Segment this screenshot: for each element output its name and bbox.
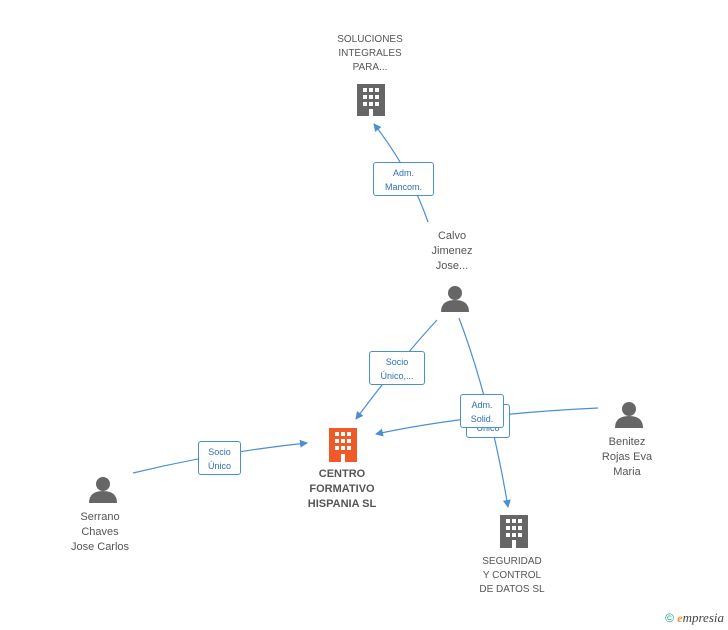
label-line: Benitez	[608, 436, 646, 448]
copyright-symbol: ©	[665, 611, 674, 625]
edge-label-line: Mancom.	[384, 182, 422, 192]
label-line: SOLUCIONES	[337, 34, 403, 45]
label-line: Chaves	[81, 526, 119, 538]
node-label-calvo[interactable]: Calvo Jimenez Jose...	[410, 229, 494, 274]
brand-logo-letter: e	[677, 611, 683, 625]
building-icon[interactable]	[500, 515, 528, 548]
edge-label-line: Solid.	[470, 414, 494, 424]
label-line: PARA...	[352, 62, 388, 73]
label-line: CENTRO	[318, 468, 366, 480]
edge-label-line: Único,...	[380, 371, 414, 381]
brand-watermark: © empresia	[665, 610, 724, 626]
label-line: Serrano	[80, 511, 120, 523]
person-icon[interactable]	[441, 286, 469, 312]
building-icon[interactable]	[357, 84, 385, 116]
edge-label-socio-unico-serrano[interactable]: Socio Único	[198, 441, 241, 475]
person-icon[interactable]	[89, 477, 117, 503]
label-line: HISPANIA SL	[307, 498, 377, 510]
label-line: Jose Carlos	[70, 541, 130, 553]
label-line: Rojas Eva	[601, 451, 653, 463]
edge-label-line: Socio	[208, 447, 231, 457]
node-label-centro[interactable]: CENTRO FORMATIVO HISPANIA SL	[290, 467, 394, 512]
edge-label-line: Único	[476, 423, 500, 433]
node-label-seguridad[interactable]: SEGURIDAD Y CONTROL DE DATOS SL	[462, 555, 562, 597]
label-line: SEGURIDAD	[482, 556, 542, 567]
edge-label-adm-mancom[interactable]: Adm. Mancom.	[373, 162, 434, 196]
label-line: Jose...	[435, 260, 469, 272]
label-line: Y CONTROL	[482, 570, 542, 581]
node-label-soluciones[interactable]: SOLUCIONES INTEGRALES PARA...	[318, 33, 422, 75]
node-label-serrano[interactable]: Serrano Chaves Jose Carlos	[54, 510, 146, 555]
label-line: FORMATIVO	[309, 483, 375, 495]
label-line: INTEGRALES	[338, 48, 402, 59]
edge-label-line: Adm.	[392, 168, 414, 178]
label-line: Calvo	[437, 230, 467, 242]
brand-name: mpresia	[682, 610, 724, 625]
person-icon[interactable]	[615, 402, 643, 428]
label-line: Jimenez	[431, 245, 473, 257]
edge-label-line: Socio	[385, 357, 409, 367]
edge-label-line: Único	[207, 461, 231, 471]
edge-label-line: Adm.	[471, 400, 493, 410]
node-label-benitez[interactable]: Benitez Rojas Eva Maria	[584, 435, 670, 480]
label-line: Maria	[613, 466, 641, 478]
edge-label-adm-solid[interactable]: Adm. Solid.	[460, 394, 504, 428]
edge-label-socio-unico-calvo[interactable]: Socio Único,...	[369, 351, 425, 385]
building-icon[interactable]	[329, 428, 357, 462]
label-line: DE DATOS SL	[479, 584, 545, 595]
